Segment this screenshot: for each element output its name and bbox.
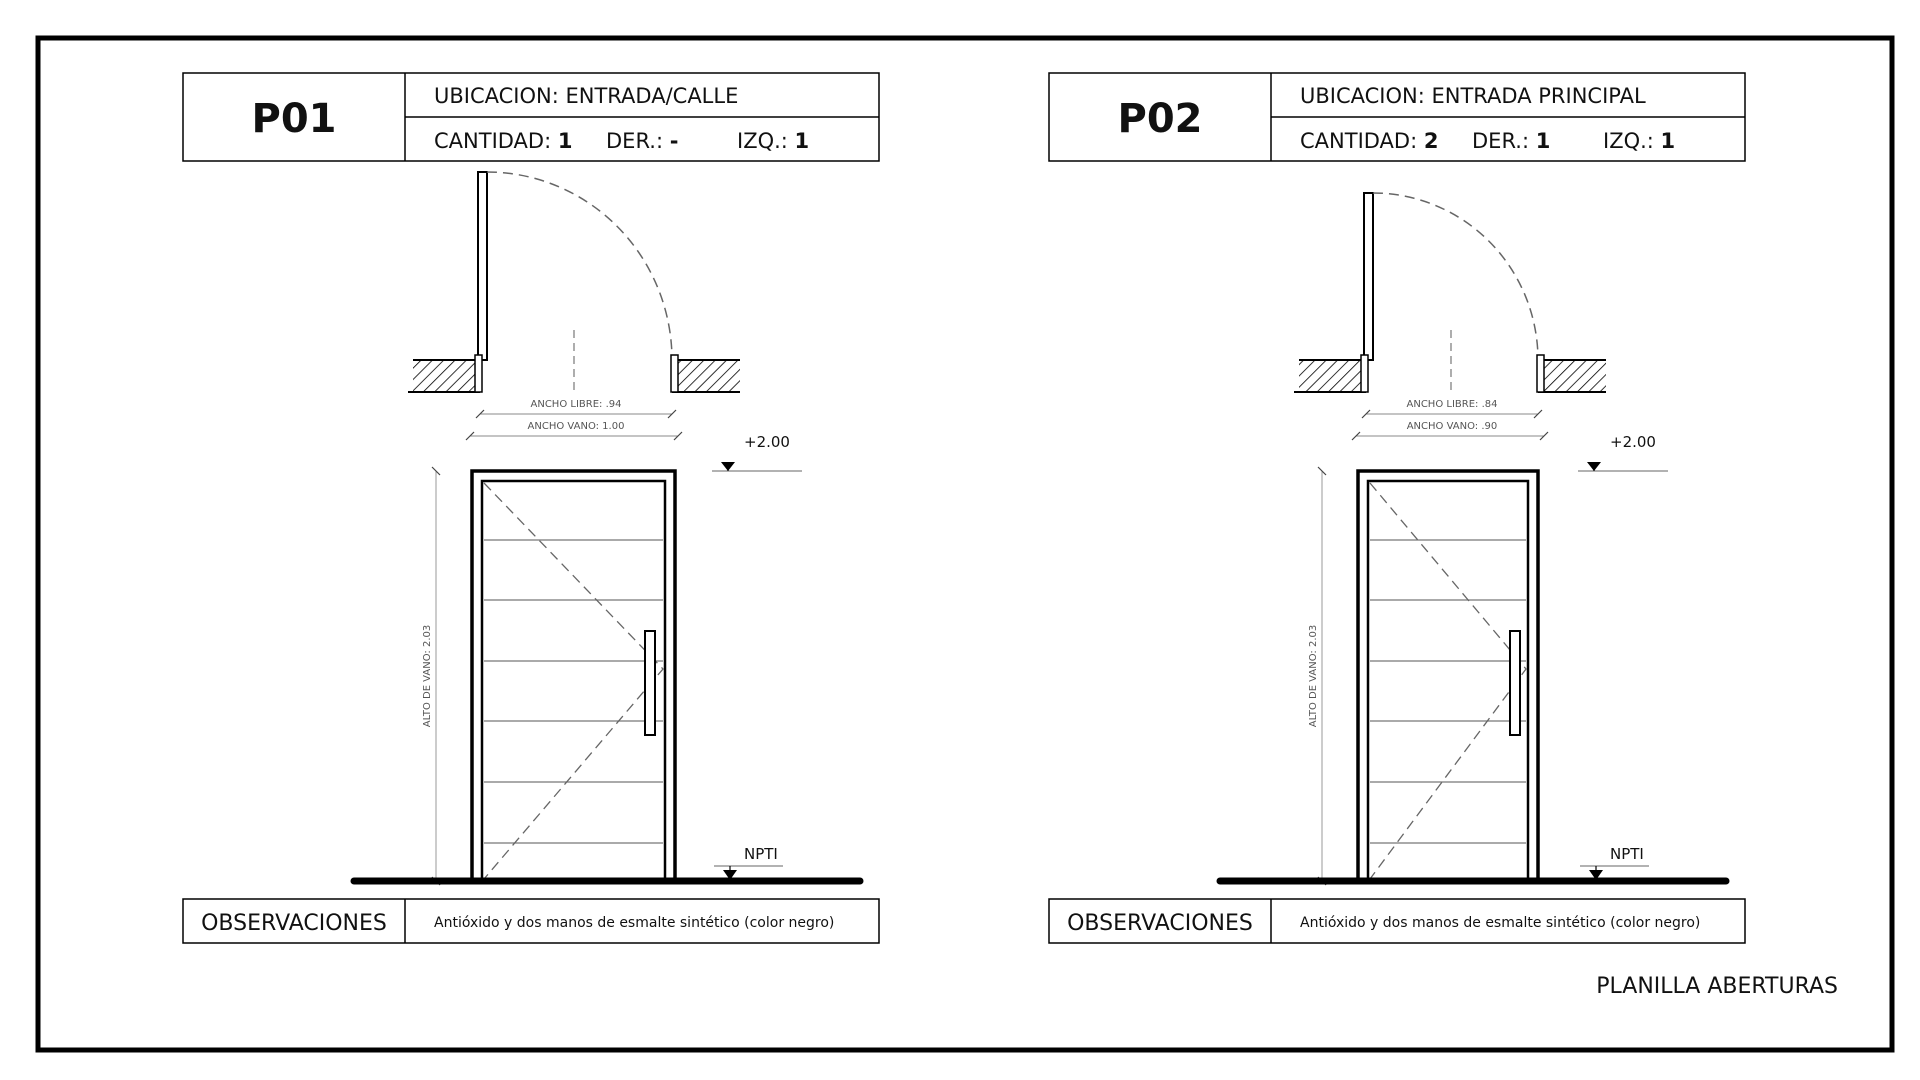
door-p02-frame-left — [1360, 354, 1369, 393]
door-p02-clear-width: ANCHO LIBRE: .84 — [1407, 399, 1498, 410]
door-p01-sheet: P01 UBICACION: ENTRADA/CALLE CANTIDAD: 1… — [182, 72, 880, 944]
door-p01-location-label: UBICACION: — [434, 84, 559, 108]
door-p02-sheet: P02 UBICACION: ENTRADA PRINCIPAL CANTIDA… — [1048, 72, 1746, 944]
door-p01-plan-view — [408, 171, 740, 393]
door-p01-observations: OBSERVACIONES Antióxido y dos manos de e… — [182, 898, 880, 944]
door-p02-left: 1 — [1661, 129, 1676, 153]
door-p02-observations-text: Antióxido y dos manos de esmalte sintéti… — [1300, 915, 1700, 931]
door-p01-floor-level: NPTI — [350, 845, 864, 885]
door-p02-slats — [1370, 539, 1526, 844]
door-p02-floor-level-text: NPTI — [1610, 845, 1644, 863]
door-p01-quantity-label: CANTIDAD: — [434, 129, 551, 153]
door-p02-opening-indicator — [1369, 482, 1527, 880]
door-p01-right-label: DER.: — [606, 129, 663, 153]
door-p02-right: 1 — [1536, 129, 1551, 153]
door-p01-code: P01 — [252, 96, 337, 142]
door-p01-floor-level-text: NPTI — [744, 845, 778, 863]
door-p02-location-line: UBICACION: ENTRADA PRINCIPAL — [1300, 84, 1646, 108]
door-p02-top-level: +2.00 — [1578, 433, 1668, 472]
sheet-title: PLANILLA ABERTURAS — [1596, 974, 1838, 999]
door-p02-left-line: IZQ.: 1 — [1603, 129, 1675, 153]
door-p02-quantity-label: CANTIDAD: — [1300, 129, 1417, 153]
door-p01-handle — [644, 630, 656, 736]
door-p01-slats — [484, 539, 663, 844]
door-p02-wall-right — [1544, 360, 1606, 392]
door-p01-observations-label: OBSERVACIONES — [201, 911, 387, 936]
door-p02-handle — [1509, 630, 1521, 736]
door-p01-header: P01 UBICACION: ENTRADA/CALLE CANTIDAD: 1… — [182, 72, 880, 162]
door-p01-leaf — [480, 479, 667, 883]
door-p02-observations-label: OBSERVACIONES — [1067, 911, 1253, 936]
door-p02-plan-view — [1294, 192, 1606, 393]
door-p02-floor-level: NPTI — [1216, 845, 1730, 885]
door-p01-left-label: IZQ.: — [737, 129, 788, 153]
door-p01-clear-width: ANCHO LIBRE: .94 — [531, 399, 622, 410]
door-p01-width-dimensions: ANCHO LIBRE: .94 ANCHO VANO: 1.00 — [465, 399, 683, 441]
door-p01-wall-left — [413, 360, 475, 392]
door-p01-quantity: 1 — [558, 129, 573, 153]
door-p02-right-label: DER.: — [1472, 129, 1529, 153]
door-p01-frame-right — [670, 354, 679, 393]
door-p01-left: 1 — [795, 129, 810, 153]
door-p02-quantity: 2 — [1424, 129, 1439, 153]
door-p01-elevation: ALTO DE VANO: 2.03 — [422, 466, 677, 886]
door-p02-right-line: DER.: 1 — [1472, 129, 1550, 153]
door-p02-location: ENTRADA PRINCIPAL — [1432, 84, 1646, 108]
door-p02-opening-height: ALTO DE VANO: 2.03 — [1308, 625, 1319, 727]
door-p02-header: P02 UBICACION: ENTRADA PRINCIPAL CANTIDA… — [1048, 72, 1746, 162]
door-p02-elevation: ALTO DE VANO: 2.03 — [1308, 466, 1540, 886]
door-p02-location-label: UBICACION: — [1300, 84, 1425, 108]
door-p01-top-level: +2.00 — [712, 433, 802, 472]
door-p02-width-dimensions: ANCHO LIBRE: .84 ANCHO VANO: .90 — [1351, 399, 1549, 441]
door-p01-location-line: UBICACION: ENTRADA/CALLE — [434, 84, 738, 108]
door-p01-top-level-text: +2.00 — [744, 433, 790, 451]
door-p02-code: P02 — [1118, 96, 1203, 142]
door-p01-observations-text: Antióxido y dos manos de esmalte sintéti… — [434, 915, 834, 931]
door-p01-opening-height: ALTO DE VANO: 2.03 — [422, 625, 433, 727]
door-p01-frame-left — [474, 354, 483, 393]
door-p02-frame-right — [1536, 354, 1545, 393]
door-p01-right-line: DER.: - — [606, 129, 678, 153]
door-p01-opening-width: ANCHO VANO: 1.00 — [528, 421, 625, 432]
door-p02-plan-leaf — [1363, 192, 1374, 361]
door-p02-top-level-text: +2.00 — [1610, 433, 1656, 451]
door-p02-opening-width: ANCHO VANO: .90 — [1407, 421, 1498, 432]
door-p01-location: ENTRADA/CALLE — [566, 84, 739, 108]
door-p01-right: - — [670, 129, 679, 153]
door-p01-swing-arc — [486, 171, 673, 361]
door-p02-observations: OBSERVACIONES Antióxido y dos manos de e… — [1048, 898, 1746, 944]
sheet-border — [35, 35, 1895, 1053]
door-p01-opening-indicator — [483, 482, 664, 880]
door-p01-quantity-line: CANTIDAD: 1 — [434, 129, 572, 153]
door-p02-leaf — [1366, 479, 1530, 883]
door-p01-wall-right — [678, 360, 740, 392]
door-p01-left-line: IZQ.: 1 — [737, 129, 809, 153]
door-p02-quantity-line: CANTIDAD: 2 — [1300, 129, 1438, 153]
door-p01-plan-leaf — [477, 171, 488, 361]
door-p02-left-label: IZQ.: — [1603, 129, 1654, 153]
door-p02-wall-left — [1299, 360, 1361, 392]
door-p02-swing-arc — [1372, 192, 1539, 361]
